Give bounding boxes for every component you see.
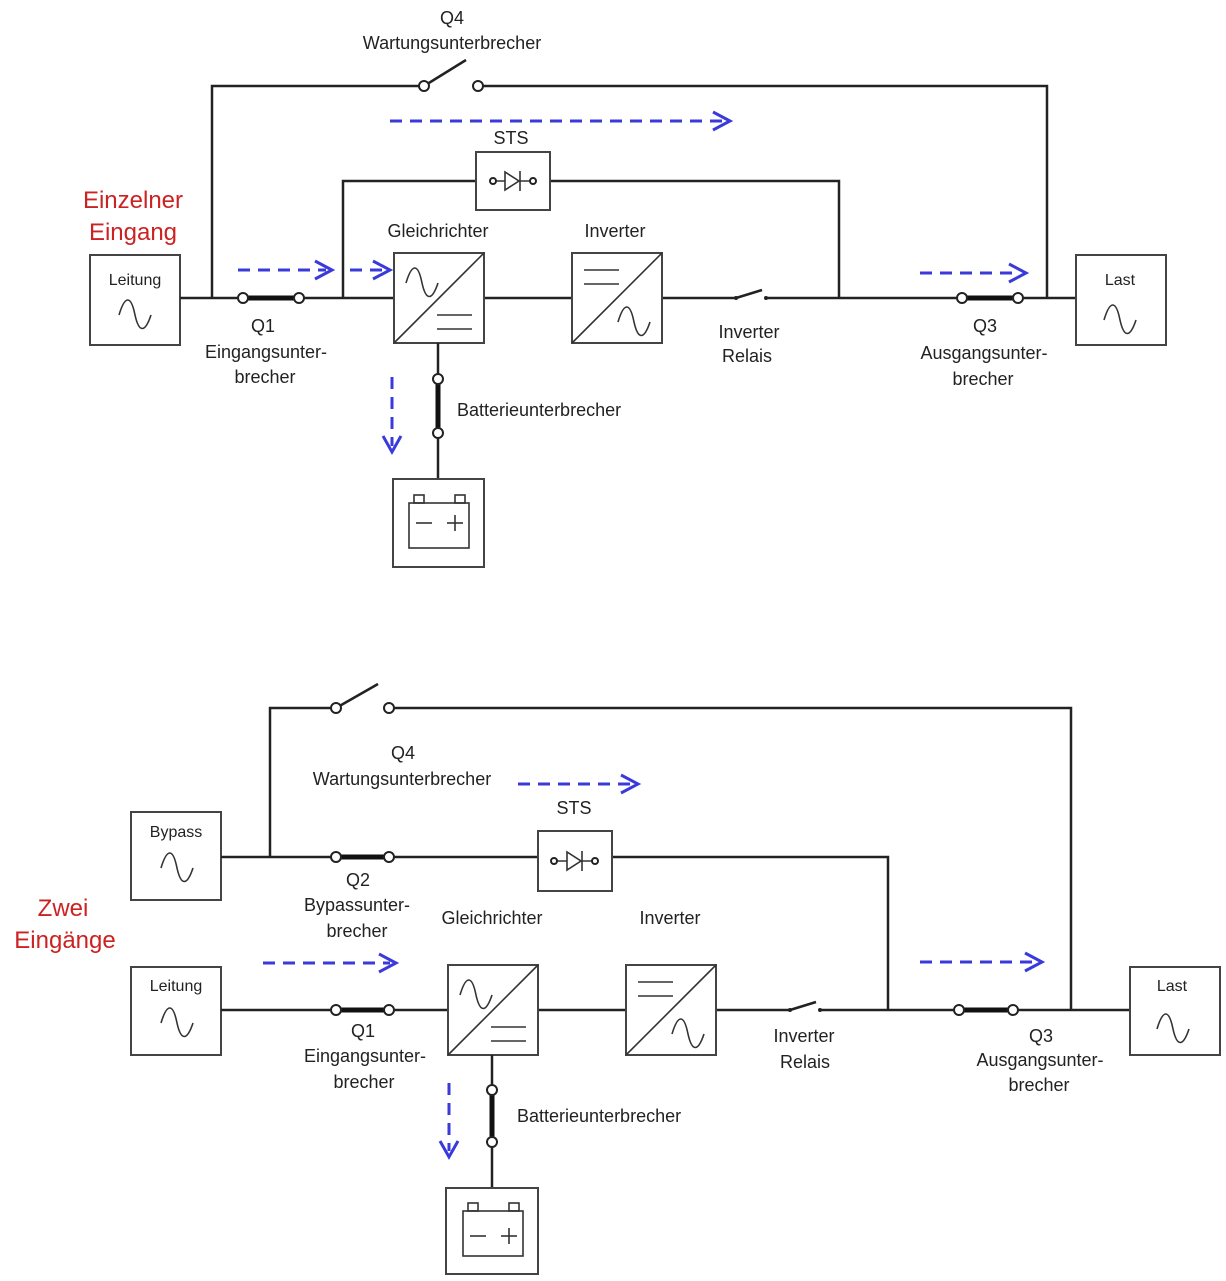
q4-maintenance-switch <box>418 58 484 92</box>
inverter-label: Inverter <box>584 221 645 241</box>
single-input-label-line2: Eingang <box>89 219 177 246</box>
source-bypass-label: Bypass <box>150 824 202 841</box>
battery-breaker <box>432 373 444 439</box>
q3-name: Q3 <box>973 316 997 336</box>
battery-box <box>392 478 485 568</box>
q4-maintenance-switch <box>330 682 395 714</box>
q2-bypass-breaker <box>330 851 395 863</box>
sts-label: STS <box>556 798 591 818</box>
q3-output-breaker <box>956 292 1024 304</box>
flow-arrow-output <box>920 262 1030 284</box>
q2-desc-line2: brecher <box>326 921 387 941</box>
source-bypass-box: Bypass <box>130 811 222 901</box>
flow-arrow-battery <box>438 1083 460 1161</box>
sts-switch <box>537 830 613 892</box>
inverter-relay-label-line1: Inverter <box>718 322 779 342</box>
q1-desc-line2: brecher <box>333 1072 394 1092</box>
rectifier-label: Gleichrichter <box>387 221 488 241</box>
q4-name: Q4 <box>440 8 464 28</box>
single-input-diagram: Einzelner Eingang Q4 Wartungsunterbreche… <box>83 8 1167 568</box>
battery-breaker <box>486 1084 498 1148</box>
inverter-box <box>625 964 717 1056</box>
q4-description: Wartungsunterbrecher <box>363 33 541 53</box>
q4-name: Q4 <box>391 743 415 763</box>
q2-name: Q2 <box>346 870 370 890</box>
q3-desc-line2: brecher <box>1008 1075 1069 1095</box>
maintenance-bypass-wire <box>210 84 1049 298</box>
sts-switch <box>475 151 551 211</box>
battery-icon <box>408 494 470 549</box>
q1-desc-line2: brecher <box>234 367 295 387</box>
inverter-relay-switch <box>788 1000 822 1012</box>
q1-name: Q1 <box>251 316 275 336</box>
q3-desc-line1: Ausgangsunter- <box>976 1050 1103 1070</box>
inverter-relay-label-line1: Inverter <box>773 1026 834 1046</box>
flow-arrow-bypass <box>390 110 734 132</box>
sts-label: STS <box>493 128 528 148</box>
dual-input-diagram: Zwei Eingänge Q4 Wartungsunterbrecher By… <box>14 682 1221 1275</box>
rectifier-box <box>447 964 539 1056</box>
flow-arrow-input <box>238 259 394 281</box>
rectifier-label: Gleichrichter <box>441 908 542 928</box>
q3-name: Q3 <box>1029 1026 1053 1046</box>
load-label: Last <box>1157 978 1188 995</box>
inverter-label: Inverter <box>639 908 700 928</box>
q4-description: Wartungsunterbrecher <box>313 769 491 789</box>
dual-input-label-line1: Zwei <box>38 895 89 922</box>
source-mains-box: Leitung <box>89 254 181 346</box>
q1-input-breaker <box>330 1004 395 1016</box>
q1-desc-line1: Eingangsunter- <box>205 342 327 362</box>
battery-box <box>445 1187 539 1275</box>
bypass-line-wire <box>221 855 890 1010</box>
battery-breaker-label: Batterieunterbrecher <box>517 1106 681 1126</box>
flow-arrow-bypass <box>518 773 642 795</box>
rectifier-box <box>393 252 485 344</box>
load-label: Last <box>1105 272 1136 289</box>
q1-input-breaker <box>237 292 305 304</box>
inverter-relay-label-line2: Relais <box>780 1052 830 1072</box>
flow-arrow-battery <box>381 377 403 456</box>
battery-icon <box>462 1202 524 1257</box>
q3-desc-line2: brecher <box>952 369 1013 389</box>
inverter-relay-label-line2: Relais <box>722 346 772 366</box>
q3-desc-line1: Ausgangsunter- <box>920 343 1047 363</box>
inverter-box <box>571 252 663 344</box>
single-input-label-line1: Einzelner <box>83 187 183 214</box>
source-mains-label: Leitung <box>150 978 203 995</box>
flow-arrow-output <box>920 951 1046 973</box>
source-mains-box: Leitung <box>130 966 222 1056</box>
sts-bypass-wire <box>341 179 841 298</box>
q3-output-breaker <box>953 1004 1019 1016</box>
maintenance-bypass-wire <box>268 706 1073 1010</box>
inverter-relay-switch <box>734 288 768 300</box>
dual-input-label-line2: Eingänge <box>14 927 115 954</box>
load-box: Last <box>1129 966 1221 1056</box>
source-mains-label: Leitung <box>109 272 162 289</box>
battery-breaker-label: Batterieunterbrecher <box>457 400 621 420</box>
flow-arrow-input <box>263 952 400 974</box>
q2-desc-line1: Bypassunter- <box>304 895 410 915</box>
q1-name: Q1 <box>351 1021 375 1041</box>
q1-desc-line1: Eingangsunter- <box>304 1046 426 1066</box>
load-box: Last <box>1075 254 1167 346</box>
